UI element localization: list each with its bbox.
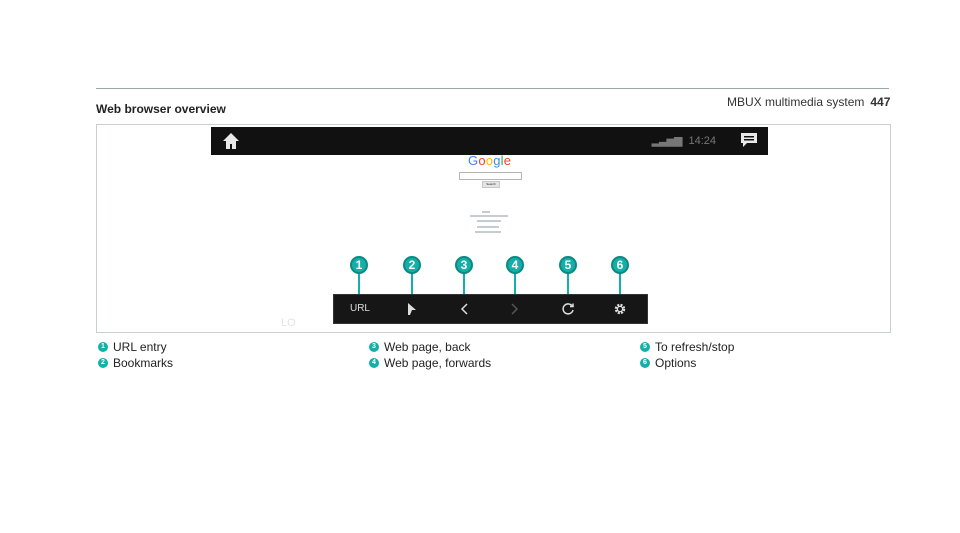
legend-number: 4 [369,357,379,368]
callout-1: 1 [350,256,368,274]
page-number: 447 [870,95,891,109]
message-icon[interactable] [740,132,758,148]
signal-icon: ▂▃▅▆ [651,135,683,147]
legend-label: URL entry [113,340,167,354]
legend-col-1: 1 URL entry 2 Bookmarks [98,339,173,371]
url-label: URL [349,303,370,314]
browser-status-bar: ▂▃▅▆ 14:24 [211,127,768,155]
legend-item: 4 Web page, forwards [369,355,491,371]
legend-item: 2 Bookmarks [98,355,173,371]
callout-6: 6 [611,256,629,274]
options-button[interactable] [608,295,632,323]
fine-print-line [470,215,508,217]
fine-print-line [482,211,490,213]
legend-number: 1 [98,341,108,352]
back-button[interactable] [452,295,476,323]
legend-label: Options [655,356,697,370]
google-logo: Google [468,153,512,168]
legend-item: 1 URL entry [98,339,173,355]
clock-time: 14:24 [688,135,716,147]
search-button[interactable]: Search [482,181,500,188]
legend-number: 3 [369,341,379,352]
manual-title: MBUX multimedia system [727,95,865,109]
fine-print-line [477,220,501,222]
callout-leader-6 [619,273,621,295]
fine-print-line [477,226,499,228]
callout-3: 3 [455,256,473,274]
fine-print-line [475,231,501,233]
browser-toolbar: URL [333,294,648,324]
callout-leader-5 [567,273,569,295]
callout-leader-4 [514,273,516,295]
callout-2: 2 [403,256,421,274]
legend-col-2: 3 Web page, back 4 Web page, forwards [369,339,491,371]
gear-icon [614,303,626,315]
chevron-right-icon [511,303,519,315]
bookmark-cursor-icon [408,303,416,315]
legend-item: 5 To refresh/stop [640,339,734,355]
callout-4: 4 [506,256,524,274]
home-icon[interactable] [221,131,241,151]
legend-label: Web page, back [384,340,471,354]
legend-number: 5 [640,341,650,352]
chevron-left-icon [460,303,468,315]
legend-label: Web page, forwards [384,356,492,370]
refresh-button[interactable] [556,295,580,323]
bookmarks-button[interactable] [400,295,424,323]
status-area: ▂▃▅▆ 14:24 [652,134,716,147]
header-rule [96,88,889,89]
legend-item: 6 Options [640,355,734,371]
search-input[interactable] [459,172,522,180]
url-button[interactable]: URL [348,295,372,323]
browser-figure: ▂▃▅▆ 14:24 Google Search 1 2 3 4 5 6 URL [96,124,891,333]
callout-leader-3 [463,273,465,295]
callout-leader-2 [411,273,413,295]
legend-item: 3 Web page, back [369,339,491,355]
page-header: MBUX multimedia system 447 [727,95,890,109]
legend-label: Bookmarks [113,356,174,370]
legend-number: 6 [640,357,650,368]
callout-leader-1 [358,273,360,295]
refresh-icon [562,303,574,315]
callout-5: 5 [559,256,577,274]
watermark: LO [281,317,296,329]
legend-col-3: 5 To refresh/stop 6 Options [640,339,734,371]
section-title: Web browser overview [96,102,226,116]
legend-label: To refresh/stop [655,340,735,354]
forward-button[interactable] [503,295,527,323]
legend-number: 2 [98,357,108,368]
